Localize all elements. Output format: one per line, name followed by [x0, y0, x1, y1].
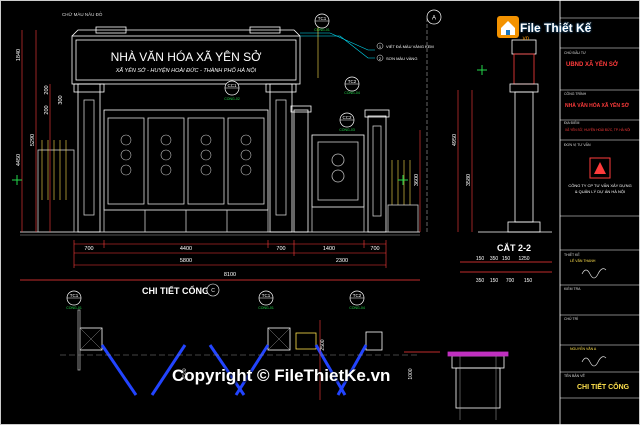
svg-text:4400: 4400 [180, 246, 192, 252]
svg-text:CONG-04: CONG-04 [344, 91, 360, 95]
axis-markers [12, 65, 487, 185]
detail-label: CHI TIẾT CỔNG [142, 285, 209, 296]
svg-text:TC2: TC2 [348, 79, 357, 84]
tb-name-1: LÊ VĂN THANH [570, 258, 596, 263]
svg-text:350: 350 [490, 256, 499, 262]
svg-text:3580: 3580 [466, 174, 472, 186]
svg-text:700: 700 [506, 278, 515, 284]
svg-text:1400: 1400 [323, 246, 335, 252]
tb-drawing-name: CHI TIẾT CỔNG [577, 381, 630, 391]
svg-text:4950: 4950 [452, 134, 458, 146]
filethietke-logo[interactable]: File Thiết Kế .vn [495, 10, 591, 44]
svg-text:CONG-01: CONG-01 [314, 28, 330, 32]
callout-cc1[interactable]: CC1 CONG-02 [224, 80, 240, 101]
svg-text:8100: 8100 [224, 272, 236, 278]
plan-callouts: TC1 CONG-01 TC1 CONG-01 TC2 CONG-04 [66, 290, 365, 310]
svg-text:CC1: CC1 [227, 83, 236, 88]
svg-text:1840: 1840 [16, 49, 22, 61]
svg-text:350: 350 [476, 278, 485, 284]
svg-text:TC1: TC1 [262, 293, 271, 298]
svg-text:2300: 2300 [336, 258, 348, 264]
tb-label-check: KIỂM TRA [564, 286, 581, 291]
callout-tc2[interactable]: TC2 CONG-04 [344, 76, 360, 95]
tb-label-design: THIẾT KẾ [564, 252, 580, 257]
note-top-label: CHỮ MÀU NÂU ĐỎ [62, 11, 103, 17]
gate-plan [20, 279, 509, 420]
svg-text:1: 1 [379, 44, 382, 49]
gate-sign-title: NHÀ VĂN HÓA XÃ YÊN SỞ [111, 49, 262, 64]
tb-location: XÃ YÊN SỞ, HUYỆN HOÀI ĐỨC, TP. HÀ NỘI [565, 127, 630, 132]
leader-lines [300, 18, 428, 232]
plan-callout-1[interactable]: TC1 CONG-01 [66, 290, 82, 310]
svg-text:2: 2 [379, 56, 382, 61]
tb-project-name: NHÀ VĂN HÓA XÃ YÊN SỞ [565, 101, 630, 109]
svg-text:CONG-01: CONG-01 [258, 306, 274, 310]
svg-text:CONG-02: CONG-02 [224, 97, 240, 101]
svg-text:C: C [211, 288, 215, 294]
svg-text:CONG-03: CONG-03 [339, 128, 355, 132]
svg-text:1250: 1250 [518, 256, 529, 262]
tb-consultant-1: CÔNG TY CP TƯ VẤN XÂY DỰNG [568, 183, 631, 188]
tb-label-project: CÔNG TRÌNH [564, 91, 587, 96]
signature-icon [581, 268, 607, 367]
dimension-texts: 700 4400 700 1400 700 5800 2300 8100 184… [16, 49, 472, 278]
svg-text:5800: 5800 [180, 258, 192, 264]
tb-label-owner: CHỦ ĐẦU TƯ [564, 50, 586, 55]
svg-text:1000: 1000 [408, 368, 414, 379]
svg-text:200: 200 [44, 105, 50, 114]
svg-text:150: 150 [524, 278, 533, 284]
plan-dims: 4500 2500 1000 [182, 339, 414, 379]
consultant-logo-icon [589, 157, 611, 179]
tb-label-drawing: TÊN BẢN VẼ [564, 373, 585, 378]
svg-text:700: 700 [370, 246, 379, 252]
svg-text:TC1: TC1 [318, 16, 327, 21]
svg-text:CONG-04: CONG-04 [349, 306, 365, 310]
dimension-lines [21, 30, 473, 268]
plan-callout-2[interactable]: TC1 CONG-01 [258, 290, 274, 310]
svg-text:4500: 4500 [182, 368, 188, 379]
callout-cc2[interactable]: CC2 CONG-03 [339, 112, 355, 132]
svg-text:300: 300 [58, 95, 64, 104]
tb-label-lead: CHỦ TRÌ [564, 316, 578, 321]
logo-house-icon [497, 16, 519, 38]
legend: 1 VIẾT ĐÁ MÀU VÀNG KEM 2 SƠN MÀU VÀNG [376, 42, 434, 62]
gate-sign-subtitle: XÃ YÊN SỞ - HUYỆN HOÀI ĐỨC - THÀNH PHỐ H… [115, 66, 257, 74]
svg-text:3600: 3600 [414, 174, 420, 186]
callouts: TC1 CONG-01 TC2 CONG-04 CC1 CONG-02 CC2 … [224, 9, 442, 132]
svg-text:5290: 5290 [30, 134, 36, 146]
callout-tc1[interactable]: TC1 CONG-01 [314, 13, 330, 32]
svg-text:CC2: CC2 [342, 115, 351, 120]
tb-label-location: ĐỊA ĐIỂM [564, 120, 579, 125]
logo-text: File Thiết Kế [520, 21, 592, 35]
section-2-2 [460, 39, 552, 273]
grid-marker-a[interactable]: A [426, 9, 442, 25]
legend-item-2: SƠN MÀU VÀNG [386, 56, 417, 61]
tb-name-2: NGUYỄN VĂN A [570, 346, 597, 351]
svg-text:700: 700 [276, 246, 285, 252]
svg-text:150: 150 [476, 256, 485, 262]
legend-item-1: VIẾT ĐÁ MÀU VÀNG KEM [386, 44, 434, 49]
tb-project-owner: UBND XÃ YÊN SỞ [566, 60, 619, 68]
plan-callout-3[interactable]: TC2 CONG-04 [349, 290, 365, 310]
svg-text:150: 150 [502, 256, 511, 262]
gate-elevation [20, 26, 420, 236]
svg-text:A: A [432, 16, 436, 22]
svg-text:TC2: TC2 [353, 293, 362, 298]
section-dims: 150 350 150 1250 350 150 700 150 [476, 256, 533, 284]
svg-text:200: 200 [44, 85, 50, 94]
detail-tag: C [206, 283, 220, 297]
svg-text:CONG-01: CONG-01 [66, 306, 82, 310]
svg-text:4450: 4450 [16, 154, 22, 166]
section-label: CẮT 2-2 [497, 243, 531, 253]
svg-text:2500: 2500 [320, 339, 326, 350]
title-block [560, 17, 640, 399]
svg-text:700: 700 [84, 246, 93, 252]
tb-label-consultant: ĐƠN VỊ TƯ VẤN [564, 143, 591, 147]
copyright-watermark: Copyright © FileThietKe.vn [172, 366, 391, 385]
svg-text:150: 150 [490, 278, 499, 284]
logo-tld: .vn [521, 36, 530, 42]
svg-text:TC1: TC1 [70, 293, 79, 298]
tb-consultant-2: & QUẢN LÝ DỰ ÁN HÀ NỘI [575, 189, 625, 194]
